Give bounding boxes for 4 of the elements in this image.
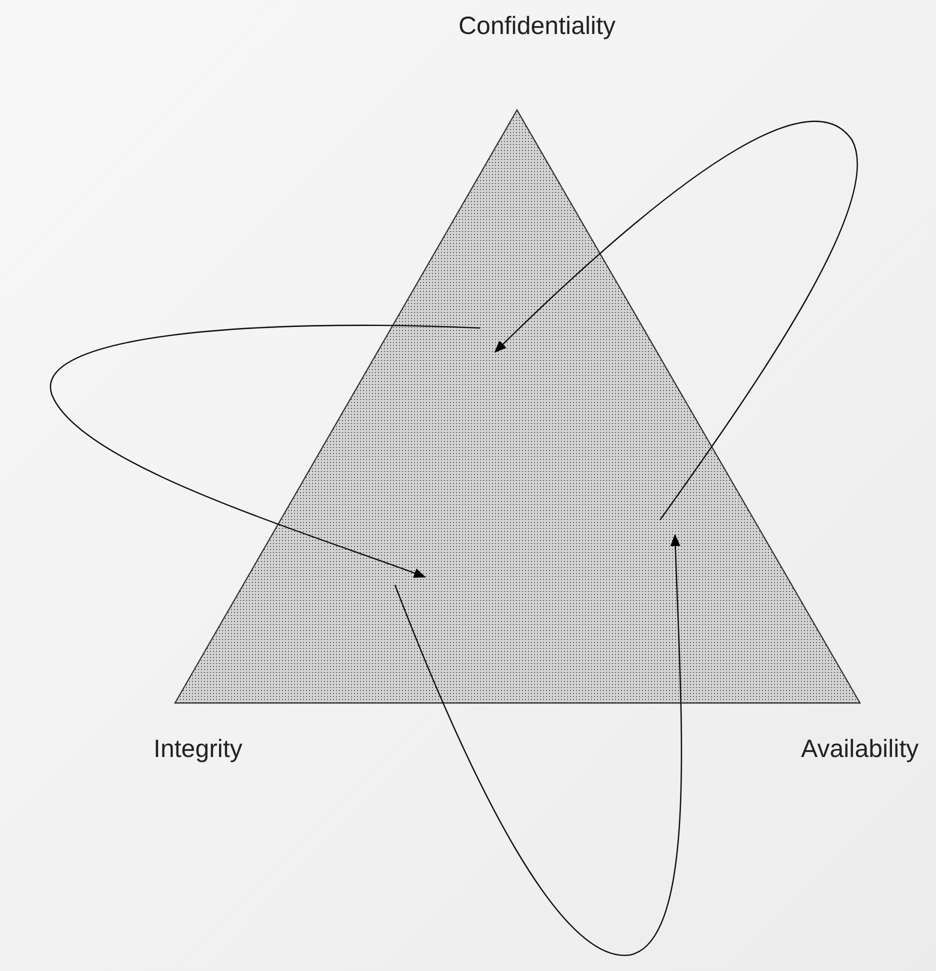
triangle-shape — [174, 108, 862, 704]
corner-label: Confidentiality — [458, 12, 616, 41]
corner-label: Integrity — [154, 735, 242, 764]
corner-label: Availability — [801, 735, 919, 764]
